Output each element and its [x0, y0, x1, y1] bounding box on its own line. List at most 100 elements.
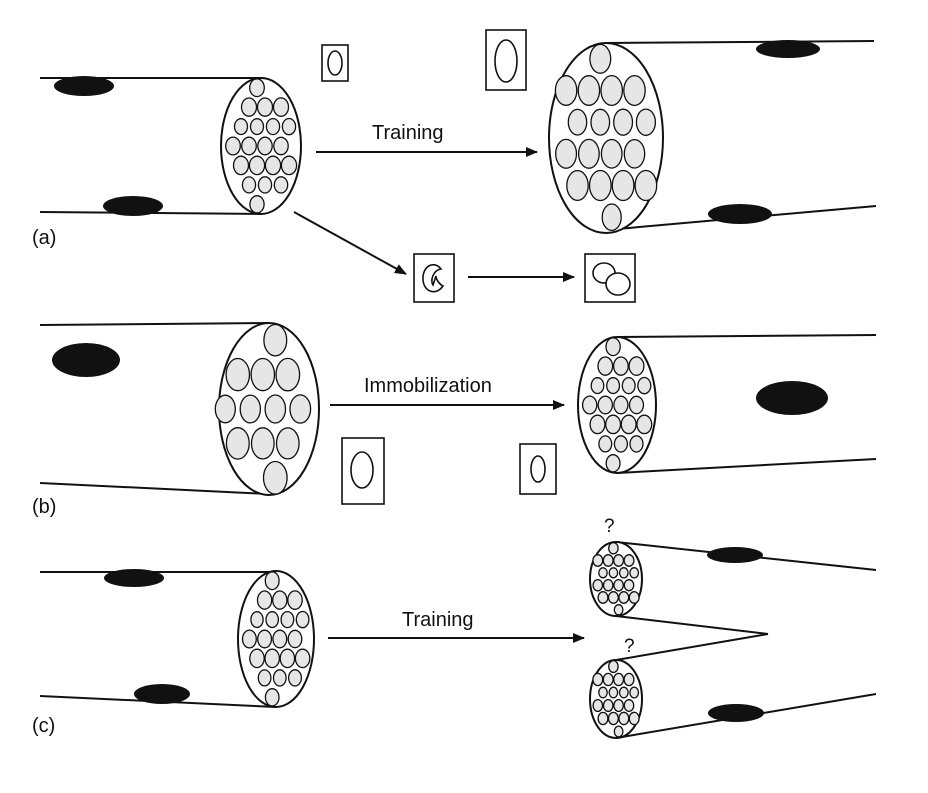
myofibril	[555, 138, 578, 169]
panel-label-b: (b)	[32, 496, 56, 518]
fiber-b-atrophied	[577, 334, 877, 474]
myofibril	[611, 169, 635, 202]
myofibril	[589, 43, 612, 74]
myofibril	[589, 414, 606, 435]
myofibril	[613, 108, 634, 136]
myofibril	[628, 591, 640, 604]
myofibril	[621, 376, 636, 395]
fiber-c-original	[39, 569, 315, 708]
myofibril	[623, 699, 635, 712]
myofibril	[612, 356, 629, 376]
myofibril	[605, 414, 622, 435]
myofibril-bundle	[581, 337, 653, 473]
myofibril	[280, 610, 295, 629]
myofibril	[265, 611, 280, 629]
myofibril	[287, 669, 303, 687]
fiber-a-hypertrophied	[548, 40, 877, 234]
myofibril	[629, 686, 640, 699]
myofibril	[566, 169, 589, 202]
nucleus	[54, 76, 114, 96]
myofibril	[613, 395, 629, 415]
myofibril	[600, 138, 623, 169]
myofibril	[608, 541, 619, 555]
myofibril	[613, 435, 629, 453]
myofibril	[634, 169, 658, 202]
myofibril	[287, 590, 303, 610]
myofibril	[240, 97, 258, 117]
myofibril	[613, 578, 624, 592]
training-label-c: Training	[402, 609, 474, 631]
myofibril	[262, 460, 288, 495]
myofibril	[636, 414, 653, 435]
myofibril	[623, 579, 635, 592]
myofibril	[581, 395, 598, 415]
myofibril	[600, 74, 624, 107]
myofibril	[605, 337, 621, 357]
myofibril	[602, 698, 614, 713]
myofibril	[279, 648, 296, 669]
myofibril	[592, 698, 604, 713]
myofibril	[249, 648, 265, 669]
nucleus	[52, 343, 120, 377]
myofibril-bundle	[592, 659, 640, 738]
myofibril	[225, 427, 250, 460]
myofibril	[597, 591, 609, 604]
myofibril	[597, 711, 609, 726]
nucleus	[707, 547, 763, 563]
myofibril-icon-split	[584, 253, 636, 303]
myofibril	[281, 117, 297, 136]
myofibril	[608, 659, 619, 674]
myofibril	[592, 672, 604, 687]
myofibril	[257, 136, 273, 156]
myofibril	[606, 377, 621, 395]
myofibril-bundle	[554, 43, 658, 232]
myofibril	[272, 629, 288, 649]
myofibril	[554, 75, 578, 106]
myofibril-icon-large	[485, 29, 527, 91]
myofibril	[272, 590, 288, 610]
myofibril	[241, 629, 257, 649]
myofibril	[598, 435, 613, 453]
myofibril	[257, 669, 272, 687]
myofibril	[275, 427, 300, 460]
myofibril	[250, 357, 276, 392]
myofibril	[618, 711, 630, 726]
myofibril	[613, 672, 625, 687]
nucleus	[756, 40, 820, 58]
myofibril	[613, 604, 624, 616]
myofibril	[602, 578, 614, 592]
myofibril	[249, 118, 265, 136]
myofibril	[618, 567, 629, 579]
myofibril	[602, 672, 614, 687]
myofibril	[628, 711, 640, 726]
myofibril-icon-before-immobilization	[341, 437, 385, 505]
myofibril	[264, 394, 287, 424]
myofibril	[620, 414, 637, 435]
myofibril	[597, 395, 614, 415]
myofibril	[618, 686, 629, 699]
myofibril	[273, 136, 289, 156]
myofibril-icon-small	[321, 44, 349, 82]
myofibril	[264, 155, 282, 176]
nucleus	[708, 704, 764, 722]
nucleus	[134, 684, 190, 704]
myofibril	[637, 376, 652, 395]
myofibril	[272, 97, 290, 117]
myofibril	[241, 176, 257, 194]
myofibril	[294, 648, 311, 669]
myofibril	[257, 629, 273, 649]
myofibril	[287, 629, 303, 649]
myofibril	[577, 75, 601, 106]
nucleus	[756, 381, 828, 415]
myofibril	[623, 138, 646, 169]
myofibril	[597, 356, 614, 376]
myofibril	[613, 725, 624, 738]
panel-label-c: (c)	[32, 715, 55, 737]
myofibril	[623, 74, 646, 107]
nucleus	[103, 196, 163, 216]
myofibril-bundle	[225, 78, 298, 214]
myofibril	[592, 578, 604, 592]
myofibril	[623, 672, 635, 687]
myofibril-bundle	[592, 541, 640, 616]
myofibril	[280, 155, 298, 176]
